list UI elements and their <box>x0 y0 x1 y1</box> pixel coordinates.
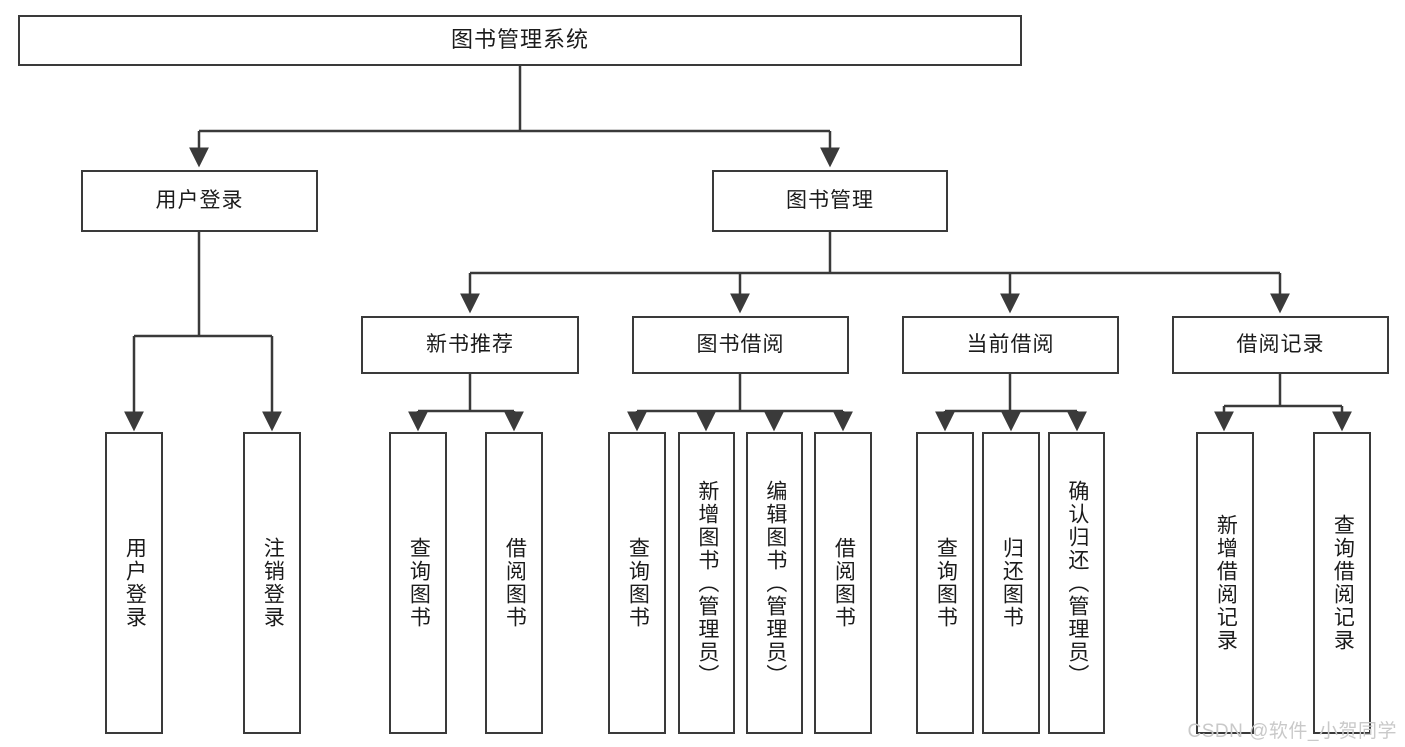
node-label: 注销登录 <box>261 537 285 629</box>
leaf-borrow-borrow-book[interactable]: 借阅图书 <box>814 432 872 734</box>
node-label: 新增图书（管理员） <box>695 479 719 687</box>
csdn-watermark: CSDN @软件_小贺同学 <box>1187 721 1397 742</box>
leaf-record-add-record[interactable]: 新增借阅记录 <box>1196 432 1254 734</box>
leaf-user-login-logout[interactable]: 注销登录 <box>243 432 301 734</box>
node-label: 当前借阅 <box>966 333 1055 357</box>
leaf-borrow-query-book[interactable]: 查询图书 <box>608 432 666 734</box>
leaf-borrow-edit-book-admin[interactable]: 编辑图书（管理员） <box>746 432 803 734</box>
node-label: 用户登录 <box>155 189 244 213</box>
leaf-new-book-borrow[interactable]: 借阅图书 <box>485 432 543 734</box>
node-label: 查询图书 <box>934 537 958 629</box>
leaf-current-query-book[interactable]: 查询图书 <box>916 432 974 734</box>
node-label: 归还图书 <box>1000 537 1024 629</box>
node-current-borrow[interactable]: 当前借阅 <box>902 316 1119 374</box>
node-label: 图书管理系统 <box>450 27 589 53</box>
leaf-current-return-book[interactable]: 归还图书 <box>982 432 1040 734</box>
node-label: 借阅图书 <box>832 537 856 629</box>
node-label: 查询图书 <box>407 537 431 629</box>
node-book-borrow[interactable]: 图书借阅 <box>632 316 849 374</box>
leaf-user-login-login[interactable]: 用户登录 <box>105 432 163 734</box>
node-label: 编辑图书（管理员） <box>763 479 787 687</box>
node-user-login[interactable]: 用户登录 <box>81 170 318 232</box>
node-borrow-record[interactable]: 借阅记录 <box>1172 316 1389 374</box>
node-label: 查询借阅记录 <box>1331 514 1355 652</box>
node-label: 借阅图书 <box>503 537 527 629</box>
node-label: 图书管理 <box>786 189 874 213</box>
leaf-record-query-record[interactable]: 查询借阅记录 <box>1313 432 1371 734</box>
node-label: 新增借阅记录 <box>1214 514 1238 652</box>
leaf-new-book-query[interactable]: 查询图书 <box>389 432 447 734</box>
node-book-management[interactable]: 图书管理 <box>712 170 948 232</box>
node-label: 借阅记录 <box>1236 333 1325 357</box>
node-new-book-recommend[interactable]: 新书推荐 <box>361 316 579 374</box>
node-label: 新书推荐 <box>426 333 514 357</box>
leaf-current-confirm-return-admin[interactable]: 确认归还（管理员） <box>1048 432 1105 734</box>
node-label: 确认归还（管理员） <box>1065 479 1089 687</box>
node-label: 图书借阅 <box>696 333 785 357</box>
node-root-system[interactable]: 图书管理系统 <box>18 15 1022 66</box>
node-label: 查询图书 <box>626 537 650 629</box>
node-label: 用户登录 <box>123 537 147 629</box>
leaf-borrow-add-book-admin[interactable]: 新增图书（管理员） <box>678 432 735 734</box>
